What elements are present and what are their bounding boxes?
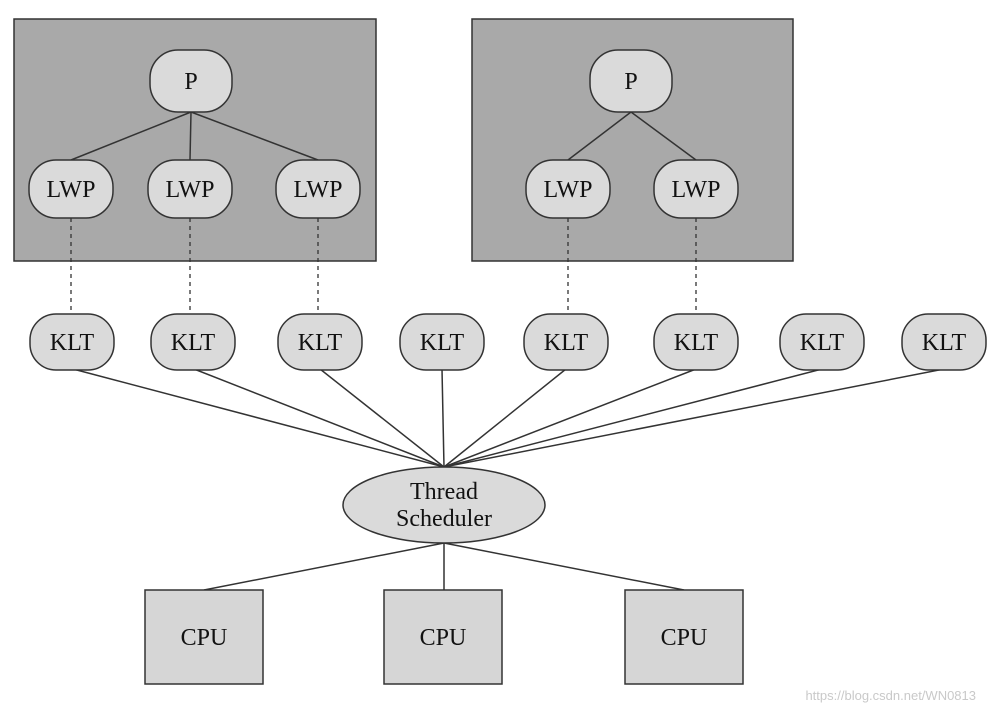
lwp-label: LWP (47, 177, 96, 203)
process-label: P (624, 69, 637, 95)
lwp-label: LWP (294, 177, 343, 203)
klt-label: KLT (544, 330, 589, 356)
klt-label: KLT (922, 330, 967, 356)
lwp-node: LWP (147, 159, 233, 219)
process-node-1: P (149, 49, 233, 113)
klt-label: KLT (420, 330, 465, 356)
klt-label: KLT (674, 330, 719, 356)
cpu-label: CPU (181, 625, 228, 651)
scheduler-cpu-edges (203, 542, 685, 591)
cpu-node: CPU (624, 589, 744, 685)
cpu-node: CPU (383, 589, 503, 685)
process-node-2: P (589, 49, 673, 113)
lwp-label: LWP (544, 177, 593, 203)
klt-node: KLT (523, 313, 609, 371)
lwp-node: LWP (653, 159, 739, 219)
klt-node: KLT (399, 313, 485, 371)
scheduler-label-line2: Scheduler (396, 506, 492, 532)
lwp-node: LWP (275, 159, 361, 219)
klt-label: KLT (171, 330, 216, 356)
cpu-label: CPU (661, 625, 708, 651)
thread-scheduler-node: Thread Scheduler (342, 466, 546, 544)
lwp-label: LWP (672, 177, 721, 203)
cpu-label: CPU (420, 625, 467, 651)
klt-node: KLT (29, 313, 115, 371)
klt-label: KLT (298, 330, 343, 356)
klt-node: KLT (277, 313, 363, 371)
klt-node: KLT (150, 313, 236, 371)
scheduler-label-line1: Thread (410, 479, 478, 505)
klt-label: KLT (50, 330, 95, 356)
klt-node: KLT (901, 313, 987, 371)
lwp-klt-mappings (70, 218, 697, 314)
lwp-node: LWP (28, 159, 114, 219)
klt-label: KLT (800, 330, 845, 356)
watermark-text: https://blog.csdn.net/WN0813 (805, 688, 976, 703)
lwp-label: LWP (166, 177, 215, 203)
process-edges (70, 111, 697, 161)
klt-node: KLT (779, 313, 865, 371)
klt-node: KLT (653, 313, 739, 371)
lwp-node: LWP (525, 159, 611, 219)
klt-scheduler-edges (72, 368, 945, 468)
cpu-node: CPU (144, 589, 264, 685)
process-label: P (184, 69, 197, 95)
